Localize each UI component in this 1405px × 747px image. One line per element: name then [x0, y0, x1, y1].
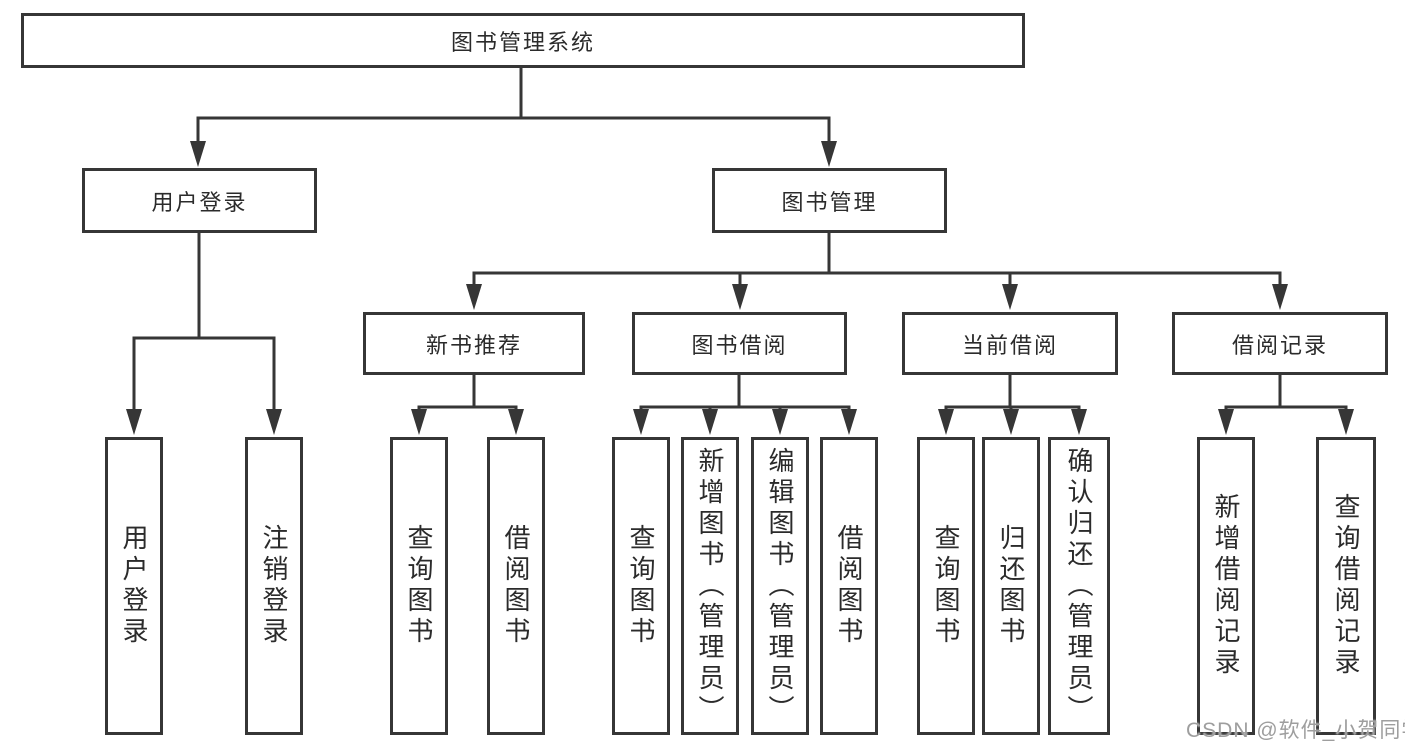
- leaf-edit-books-admin: 编辑图书（管理员）: [751, 437, 809, 735]
- node-current-borrow: 当前借阅: [902, 312, 1118, 375]
- node-user-login: 用户登录: [82, 168, 317, 233]
- leaf-borrow-books: 借阅图书: [820, 437, 878, 735]
- leaf-query-books-current: 查询图书: [917, 437, 975, 735]
- node-root-system: 图书管理系统: [21, 13, 1025, 68]
- leaf-logout: 注销登录: [245, 437, 303, 735]
- node-borrow-records: 借阅记录: [1172, 312, 1388, 375]
- node-book-borrow: 图书借阅: [632, 312, 847, 375]
- leaf-add-borrow-record: 新增借阅记录: [1197, 437, 1255, 735]
- leaf-query-books: 查询图书: [612, 437, 670, 735]
- watermark-text: CSDN @软件_小贺同学: [1186, 719, 1405, 742]
- leaf-borrow-books-recommend: 借阅图书: [487, 437, 545, 735]
- leaf-add-books-admin: 新增图书（管理员）: [681, 437, 739, 735]
- node-book-management: 图书管理: [712, 168, 947, 233]
- leaf-return-books: 归还图书: [982, 437, 1040, 735]
- leaf-confirm-return-admin: 确认归还（管理员）: [1048, 437, 1110, 735]
- node-new-book-recommend: 新书推荐: [363, 312, 585, 375]
- leaf-user-login: 用户登录: [105, 437, 163, 735]
- leaf-query-books-recommend: 查询图书: [390, 437, 448, 735]
- leaf-query-borrow-record: 查询借阅记录: [1316, 437, 1376, 735]
